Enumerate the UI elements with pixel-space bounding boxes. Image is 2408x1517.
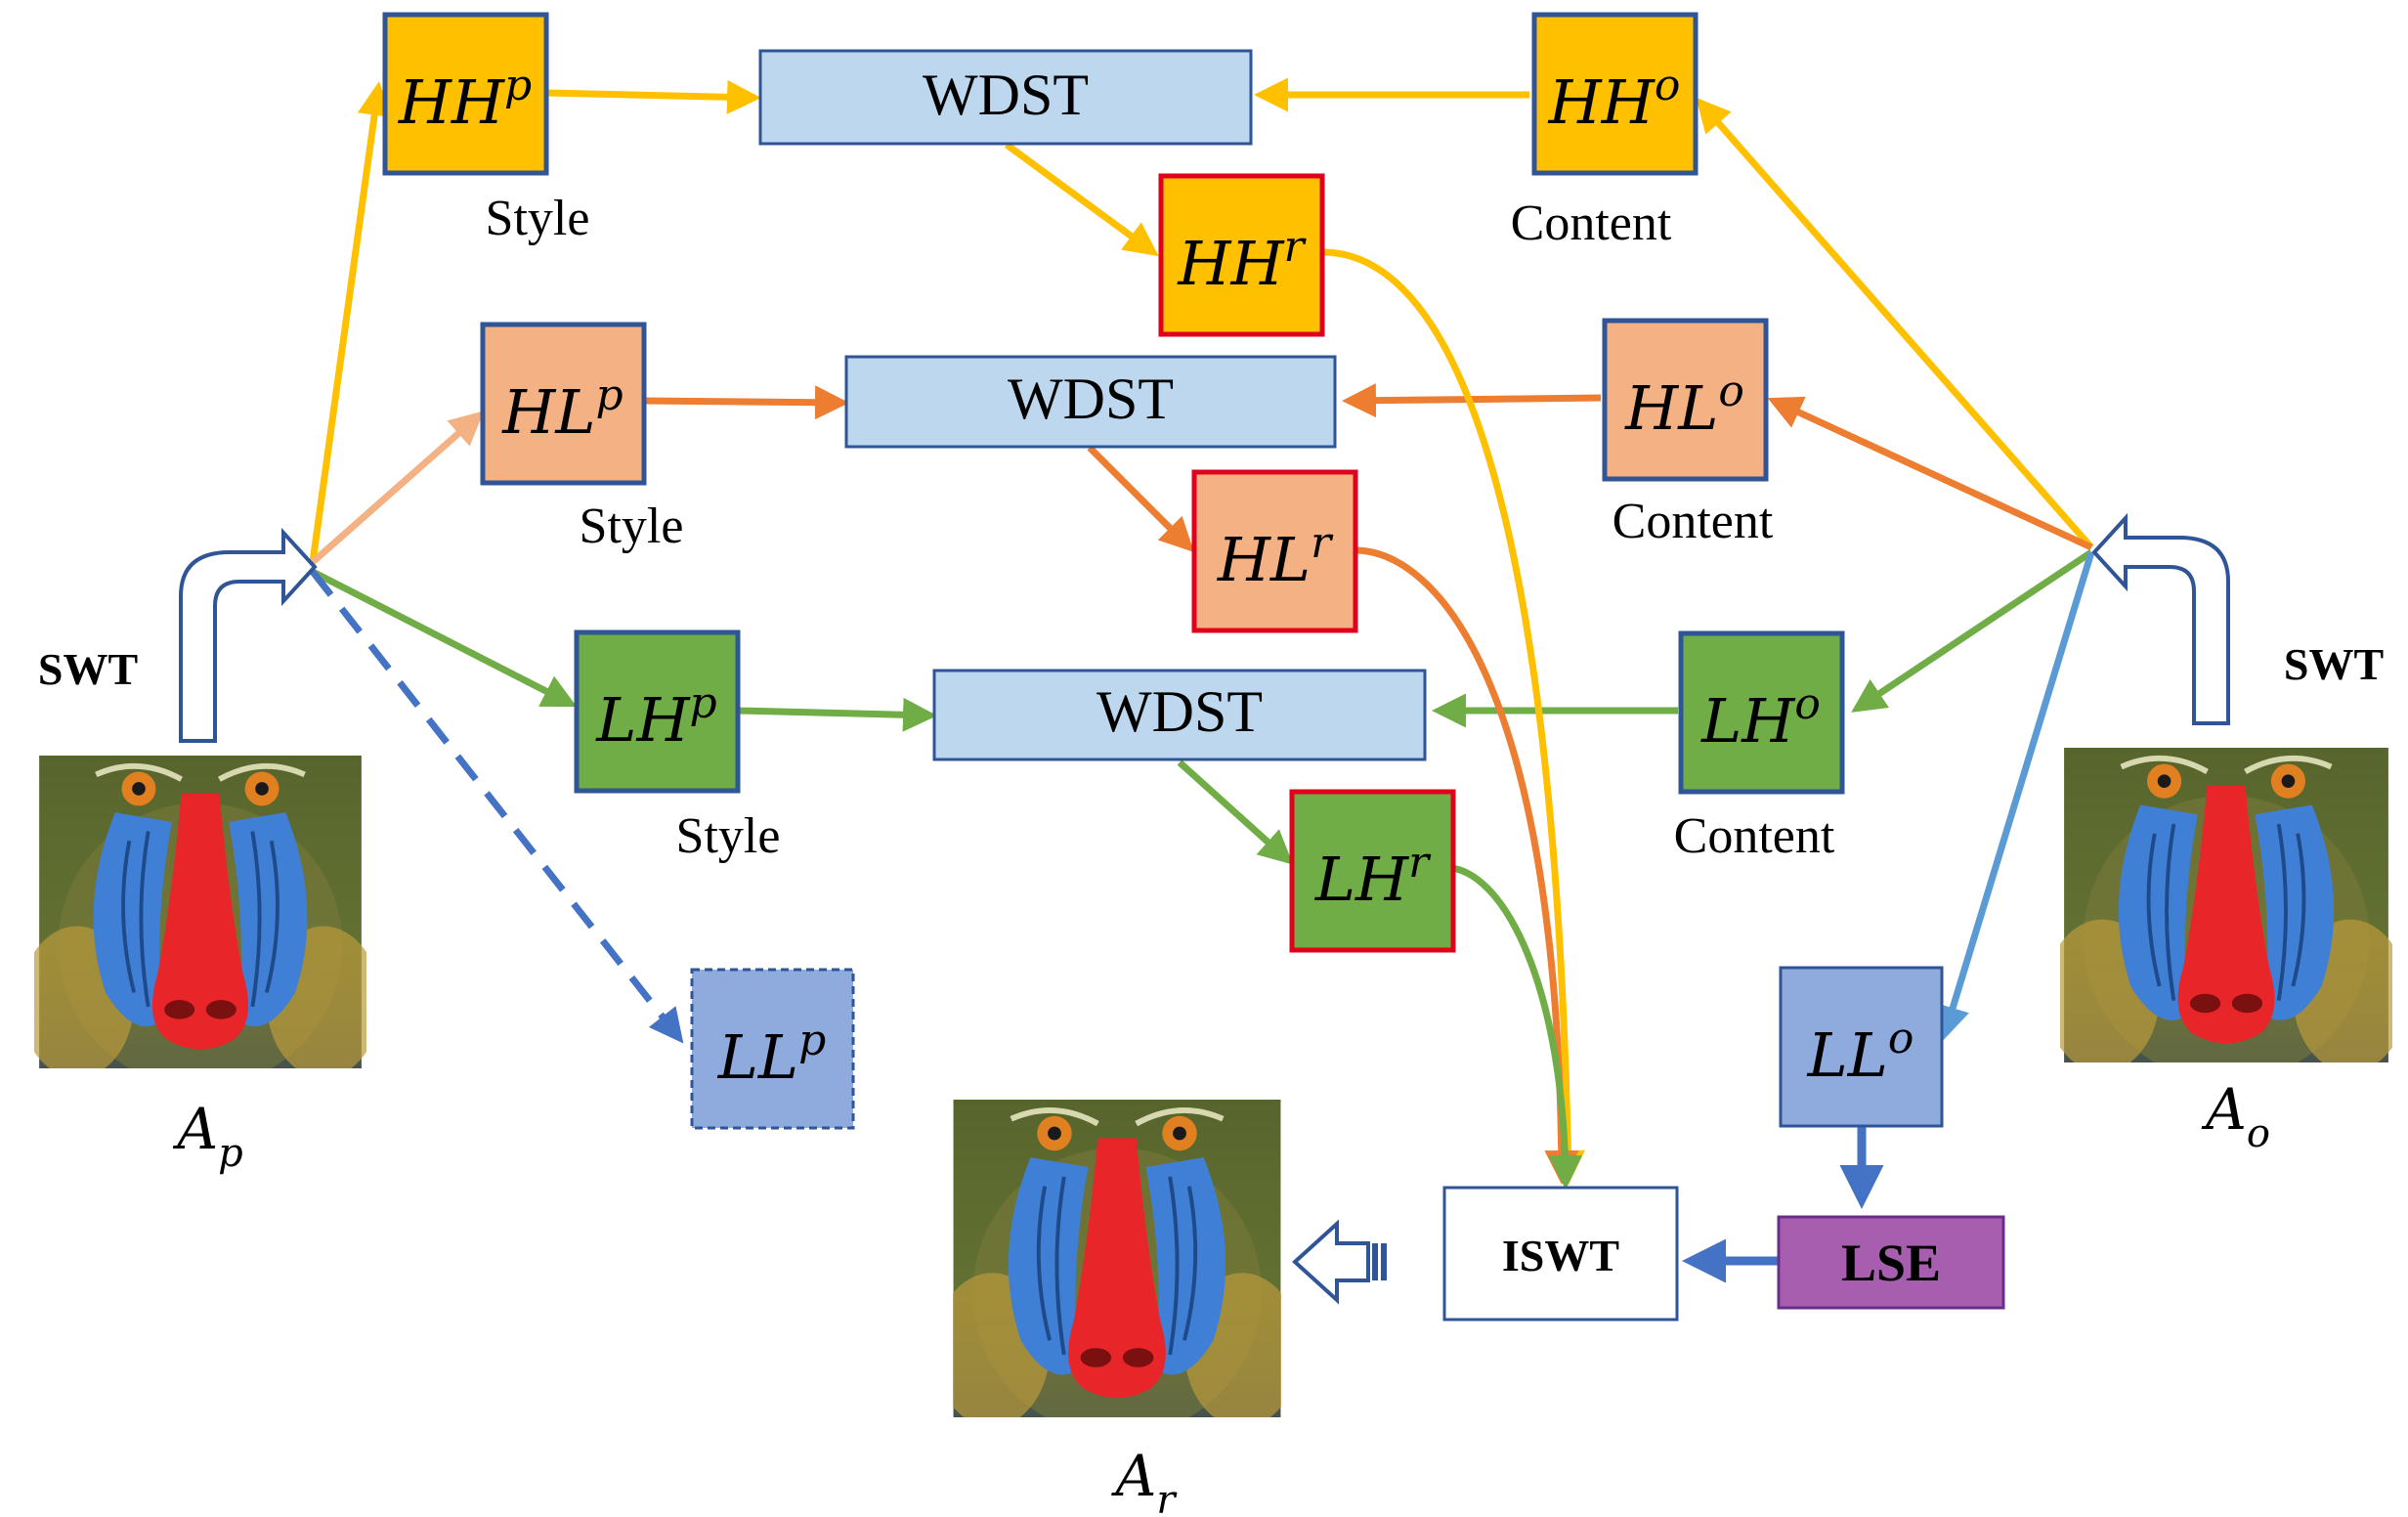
arrow-hlp-to-wdst — [642, 385, 849, 420]
band-sup: p — [798, 1016, 826, 1065]
band-llp: LLp — [690, 968, 855, 1130]
band-base: HH — [1548, 66, 1656, 138]
image-label-ar: Ar — [1110, 1443, 1178, 1517]
role-label-lhp: Style — [676, 808, 781, 864]
label-sub: p — [218, 1131, 243, 1176]
wdst-label: WDST — [923, 63, 1089, 127]
label-base: A — [1110, 1443, 1156, 1509]
iswt-label: ISWT — [1502, 1231, 1619, 1280]
role-label-lho: Content — [1674, 808, 1835, 864]
iswt-block: ISWT — [1442, 1186, 1679, 1322]
band-base: LH — [1700, 685, 1796, 757]
svg-text:HHr: HHr — [1177, 222, 1307, 299]
band-sup: r — [1284, 222, 1308, 272]
swt-arrow-left — [179, 527, 318, 743]
image-ao — [2045, 748, 2408, 1082]
band-sup: r — [1311, 518, 1334, 568]
result-lhr: LHr — [1289, 789, 1456, 953]
svg-text:HHo: HHo — [1548, 61, 1681, 138]
arrow-wdst-to-lhr — [1177, 759, 1294, 865]
arrow-left-to-llp — [310, 569, 684, 1044]
wdst-label: WDST — [1008, 367, 1174, 431]
svg-text:HLp: HLp — [501, 370, 623, 448]
band-base: LH — [1314, 844, 1410, 915]
arrow-hlr-to-iswt — [1355, 546, 1579, 1185]
role-label-hho: Content — [1511, 195, 1672, 251]
band-base: HL — [1217, 524, 1311, 595]
band-hhp: HHp — [382, 12, 549, 176]
band-base: HH — [1177, 228, 1285, 299]
label-sub: r — [1156, 1478, 1178, 1517]
wdst-block-hl: WDST — [844, 355, 1337, 449]
output-arrow-shape — [1292, 1219, 1370, 1305]
band-hlp: HLp — [480, 322, 647, 486]
svg-text:LHr: LHr — [1314, 838, 1432, 915]
output-arrow-bar1 — [1372, 1243, 1378, 1280]
svg-text:LLo: LLo — [1807, 1014, 1914, 1091]
arrow-lhr-to-iswt — [1450, 864, 1583, 1190]
image-ap — [21, 756, 380, 1087]
band-lho: LHo — [1678, 630, 1845, 795]
wdst-label: WDST — [1096, 679, 1263, 744]
band-sup: o — [1888, 1014, 1914, 1063]
band-base: LL — [1807, 1019, 1888, 1091]
result-hlr: HLr — [1191, 469, 1358, 633]
band-base: HH — [398, 66, 506, 138]
band-sup: p — [596, 370, 624, 420]
band-sup: p — [690, 678, 717, 728]
wdst-block-hh: WDST — [758, 49, 1253, 146]
band-base: LH — [595, 684, 691, 756]
arrow-right-to-hho — [1696, 97, 2094, 550]
image-ar — [934, 1100, 1300, 1437]
arrow-right-to-hlo — [1767, 396, 2093, 551]
wdst-block-lh: WDST — [932, 669, 1427, 761]
band-hho: HHo — [1531, 12, 1698, 176]
arrow-hhp-to-wdst — [546, 79, 761, 114]
svg-text:HLo: HLo — [1624, 367, 1744, 444]
image-label-ap: Ap — [172, 1096, 243, 1176]
image-label-ao: Ao — [2201, 1076, 2270, 1156]
band-base: HL — [1624, 372, 1718, 444]
band-sup: o — [1794, 679, 1821, 729]
result-hhr: HHr — [1158, 173, 1325, 337]
swt-label-left: SWT — [38, 644, 138, 694]
band-sup: o — [1655, 61, 1681, 110]
swt-arrow-right — [2091, 512, 2230, 725]
lse-label: LSE — [1841, 1234, 1941, 1292]
role-label-hlo: Content — [1612, 494, 1774, 549]
band-hlo: HLo — [1602, 318, 1769, 482]
arrow-lhp-to-wdst — [737, 697, 937, 732]
arrow-wdst-to-hhr — [1004, 142, 1159, 257]
arrow-hhr-to-iswt — [1323, 248, 1585, 1185]
label-base: A — [2201, 1076, 2247, 1143]
svg-text:LLp: LLp — [717, 1016, 827, 1093]
band-base: HL — [501, 376, 595, 448]
arrow-left-to-lhp — [311, 568, 578, 708]
svg-text:LHp: LHp — [595, 678, 716, 756]
role-label-hlp: Style — [580, 498, 684, 554]
svg-text:HHp: HHp — [398, 61, 532, 138]
arrow-left-to-hhp — [309, 81, 392, 563]
label-base: A — [172, 1096, 218, 1162]
output-arrow-bar2 — [1381, 1243, 1387, 1280]
svg-text:HLr: HLr — [1217, 518, 1334, 595]
arrow-wdst-to-hlr — [1087, 445, 1194, 552]
arrow-right-to-llo — [1936, 550, 2095, 1041]
lse-block: LSE — [1777, 1215, 2005, 1310]
band-sup: p — [504, 61, 532, 110]
arrow-hlo-to-wdst — [1342, 383, 1602, 418]
role-label-hhp: Style — [486, 191, 590, 246]
band-sup: r — [1408, 838, 1432, 888]
svg-text:LHo: LHo — [1700, 679, 1821, 757]
band-base: LL — [717, 1021, 798, 1093]
band-lhp: LHp — [574, 629, 741, 794]
arrow-right-to-lho — [1851, 549, 2093, 713]
swt-label-right: SWT — [2284, 639, 2384, 689]
band-llo: LLo — [1779, 966, 1944, 1128]
arrow-left-to-hlp — [310, 411, 485, 565]
label-sub: o — [2247, 1111, 2270, 1156]
band-sup: o — [1718, 367, 1744, 416]
